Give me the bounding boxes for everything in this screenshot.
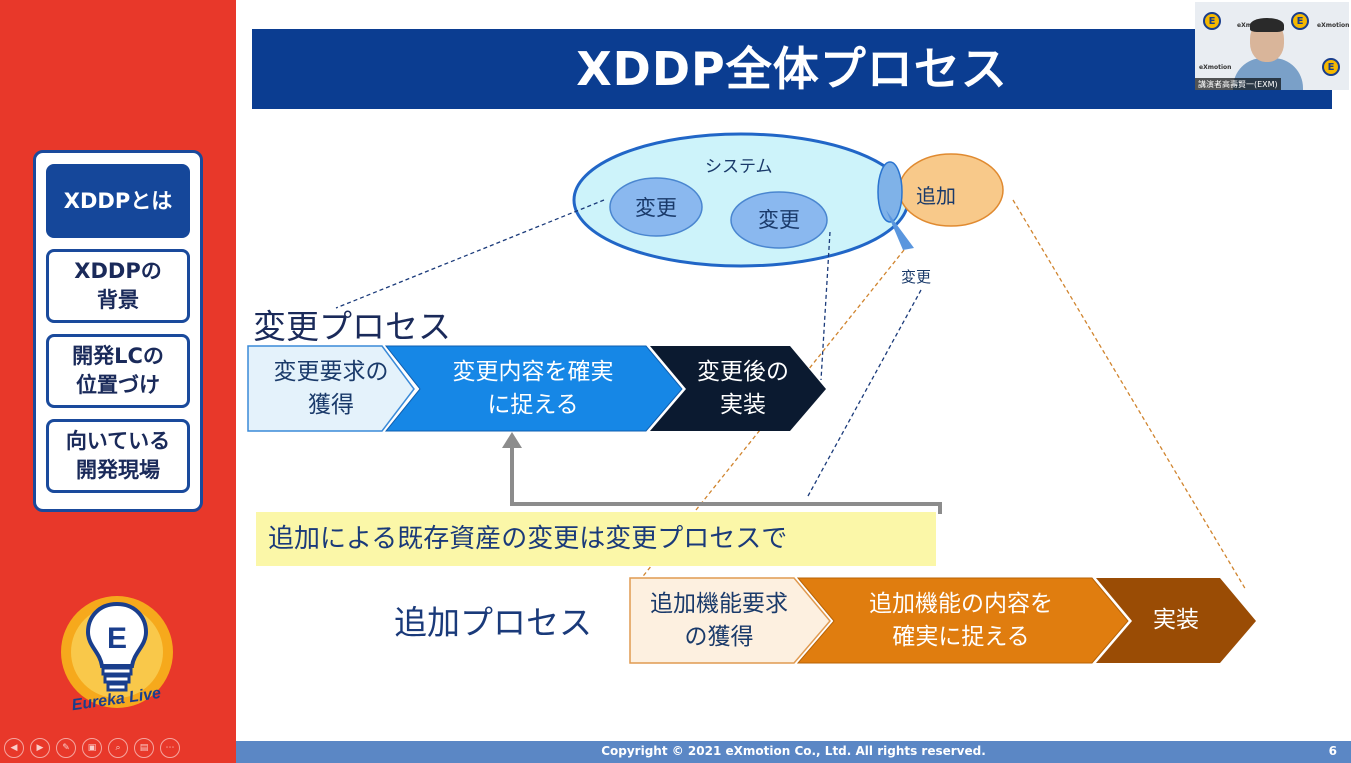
change-bubble-1-label: 変更 (635, 196, 677, 220)
change-small-label: 変更 (901, 268, 932, 286)
speaker-hair (1250, 18, 1284, 32)
change-step-2: 変更内容を確実 に捉える (452, 358, 614, 418)
speaker-video[interactable]: E E E eXmotion eXmotion eXmotion 講演者高壽賢一… (1195, 2, 1349, 90)
slide-title: XDDP全体プロセス (252, 29, 1332, 109)
add-step-1: 追加機能要求 の獲得 (650, 590, 788, 650)
nav-item-xddp-background[interactable]: XDDPの 背景 (46, 249, 190, 323)
guide-line (335, 199, 605, 309)
add-label: 追加 (916, 184, 956, 208)
add-step-1-shape (629, 577, 831, 664)
slides-grid-icon[interactable]: ▣ (82, 738, 102, 758)
feedback-arrowhead (502, 432, 522, 448)
copyright-text: Copyright © 2021 eXmotion Co., Ltd. All … (601, 744, 986, 758)
guide-line (1012, 199, 1247, 591)
eureka-live-logo: E Eureka Live (61, 596, 173, 712)
add-step-3-shape (1096, 578, 1256, 663)
left-panel: XDDPとは XDDPの 背景 開発LCの 位置づけ 向いている 開発現場 E … (0, 0, 236, 763)
change-pointer (886, 210, 914, 250)
change-process-heading: 変更プロセス (253, 307, 451, 346)
playback-controls: ◀ ▶ ✎ ▣ ⌕ ▤ ⋯ (4, 738, 180, 758)
more-options-icon[interactable]: ⋯ (160, 738, 180, 758)
nav-item-lc-position[interactable]: 開発LCの 位置づけ (46, 334, 190, 408)
tile-brand-text: eXmotion (1199, 64, 1232, 71)
add-step-2-shape (796, 577, 1129, 664)
speaker-name-label: 講演者高壽賢一(EXM) (1195, 78, 1281, 90)
tile-logo-icon: E (1291, 12, 1309, 30)
change-step-2-shape (384, 345, 683, 432)
system-label: システム (705, 157, 773, 177)
prev-slide-icon[interactable]: ◀ (4, 738, 24, 758)
change-step-3-shape (650, 346, 826, 431)
slide-nav-menu: XDDPとは XDDPの 背景 開発LCの 位置づけ 向いている 開発現場 (33, 150, 203, 512)
pen-icon[interactable]: ✎ (56, 738, 76, 758)
tile-logo-icon: E (1203, 12, 1221, 30)
logo-letter: E (107, 622, 127, 655)
tile-logo-icon: E (1322, 58, 1340, 76)
add-step-3: 実装 (1153, 607, 1199, 633)
subtitles-icon[interactable]: ▤ (134, 738, 154, 758)
change-bubble-2-label: 変更 (758, 208, 800, 232)
note-callout: 追加による既存資産の変更は変更プロセスで (256, 512, 936, 566)
change-step-3: 変更後の 実装 (697, 358, 789, 418)
change-bubble-2 (730, 191, 828, 249)
add-process-heading: 追加プロセス (394, 603, 592, 642)
zoom-icon[interactable]: ⌕ (108, 738, 128, 758)
change-step-1: 変更要求の 獲得 (273, 358, 389, 418)
nav-item-xddp-about[interactable]: XDDPとは (46, 164, 190, 238)
tile-brand-text: eXmotion (1317, 22, 1349, 29)
change-step-1-shape (247, 345, 415, 432)
page-number: 6 (1328, 744, 1337, 758)
nav-item-suitable-sites[interactable]: 向いている 開発現場 (46, 419, 190, 493)
overlap-ellipse (877, 161, 903, 223)
process-diagram (247, 132, 1256, 664)
guide-line (807, 289, 922, 497)
feedback-arrow (510, 445, 942, 511)
change-bubble-1 (609, 177, 703, 237)
guide-line (820, 231, 831, 381)
next-slide-icon[interactable]: ▶ (30, 738, 50, 758)
add-step-2: 追加機能の内容を 確実に捉える (869, 590, 1053, 650)
slide-footer: Copyright © 2021 eXmotion Co., Ltd. All … (236, 741, 1351, 763)
